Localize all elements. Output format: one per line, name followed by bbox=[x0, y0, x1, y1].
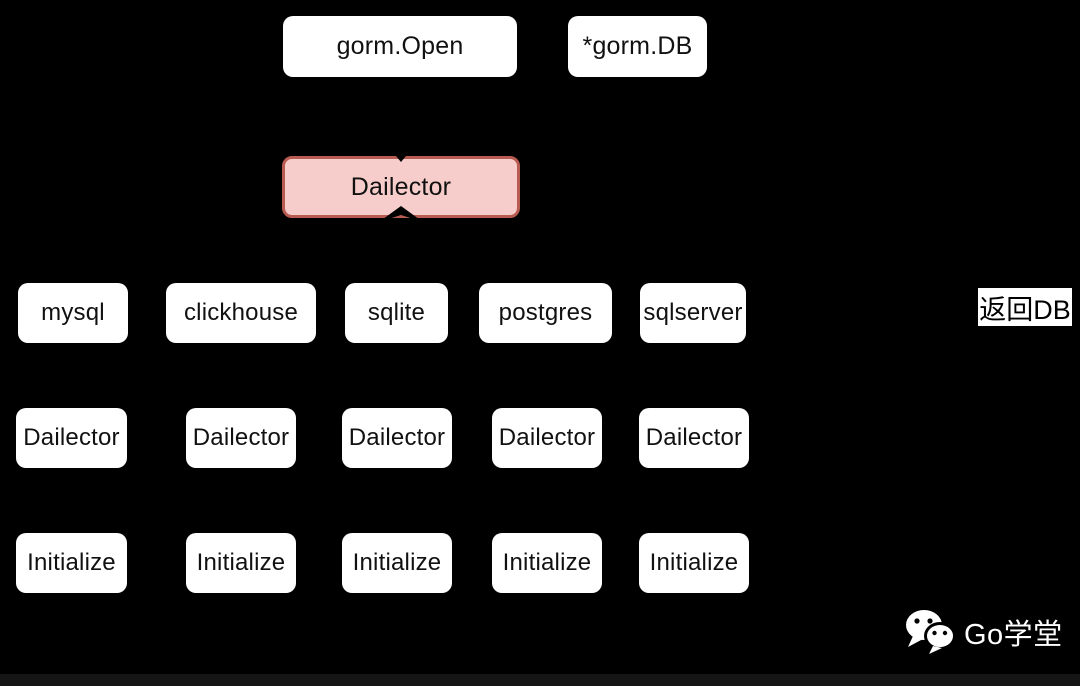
node-main-dialector: Dailector bbox=[282, 156, 520, 222]
arrowhead-up-icon bbox=[379, 206, 423, 223]
node-driver-sqlite: sqlite bbox=[345, 283, 448, 343]
node-driver-sqlserver: sqlserver bbox=[640, 283, 746, 343]
bottom-strip bbox=[0, 674, 1080, 686]
arrowhead-down-icon bbox=[396, 156, 406, 162]
node-dialector-2: Dailector bbox=[186, 408, 296, 468]
node-initialize-2: Initialize bbox=[186, 533, 296, 593]
watermark: Go学堂 bbox=[903, 608, 1063, 655]
node-initialize-1: Initialize bbox=[16, 533, 127, 593]
node-gorm-db: *gorm.DB bbox=[568, 16, 707, 77]
node-initialize-3: Initialize bbox=[342, 533, 452, 593]
node-initialize-4: Initialize bbox=[492, 533, 602, 593]
wechat-icon bbox=[903, 608, 957, 655]
node-dialector-5: Dailector bbox=[639, 408, 749, 468]
node-driver-clickhouse: clickhouse bbox=[166, 283, 316, 343]
return-db-label: 返回DB bbox=[978, 288, 1072, 326]
node-dialector-1: Dailector bbox=[16, 408, 127, 468]
node-driver-mysql: mysql bbox=[18, 283, 128, 343]
node-dialector-4: Dailector bbox=[492, 408, 602, 468]
node-driver-postgres: postgres bbox=[479, 283, 612, 343]
watermark-brand: Go学堂 bbox=[964, 618, 1063, 651]
main-dialector-label: Dailector bbox=[350, 172, 452, 201]
node-gorm-open: gorm.Open bbox=[283, 16, 517, 77]
node-initialize-5: Initialize bbox=[639, 533, 749, 593]
node-dialector-3: Dailector bbox=[342, 408, 452, 468]
